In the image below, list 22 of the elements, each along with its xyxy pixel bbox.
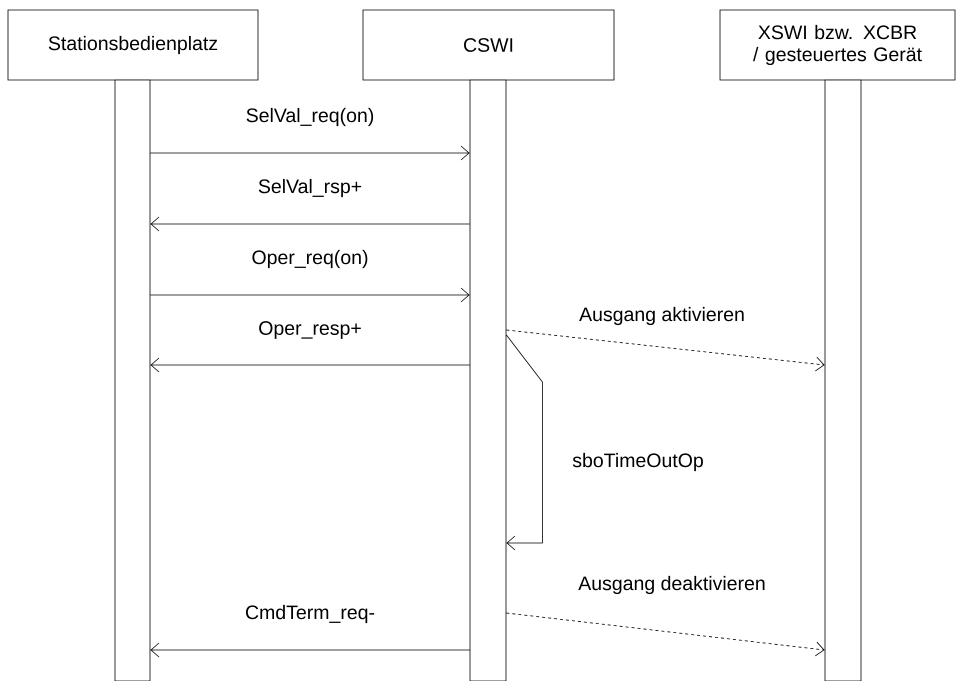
message-label: SelVal_rsp+ <box>256 178 364 198</box>
message-label: Ausgang deaktivieren <box>577 574 767 596</box>
self-message-arrow <box>506 334 543 550</box>
message-label: SelVal_req(on) <box>244 106 376 128</box>
message-label: Oper_resp+ <box>257 320 363 340</box>
participant-box: XSWI bzw. XCBR / gesteuertes Gerät <box>720 10 956 80</box>
message-arrow <box>506 330 825 372</box>
lifeline-bar <box>114 80 150 681</box>
message-label: CmdTerm_req- <box>244 604 376 624</box>
message-arrow <box>506 612 825 656</box>
message-label: Ausgang aktivieren <box>578 306 746 326</box>
message-arrow <box>150 216 470 232</box>
message-arrow <box>150 288 470 302</box>
lifeline-bar <box>470 80 506 681</box>
message-label: sboTimeOutOp <box>571 452 705 472</box>
message-arrow <box>150 146 470 160</box>
participant-box: CSWI <box>362 10 614 80</box>
participant-box: Stationsbedienplatz <box>8 10 258 80</box>
message-arrow <box>150 642 470 658</box>
message-label: Oper_req(on) <box>250 248 370 270</box>
lifeline-bar <box>824 80 862 681</box>
message-arrow <box>150 358 470 372</box>
